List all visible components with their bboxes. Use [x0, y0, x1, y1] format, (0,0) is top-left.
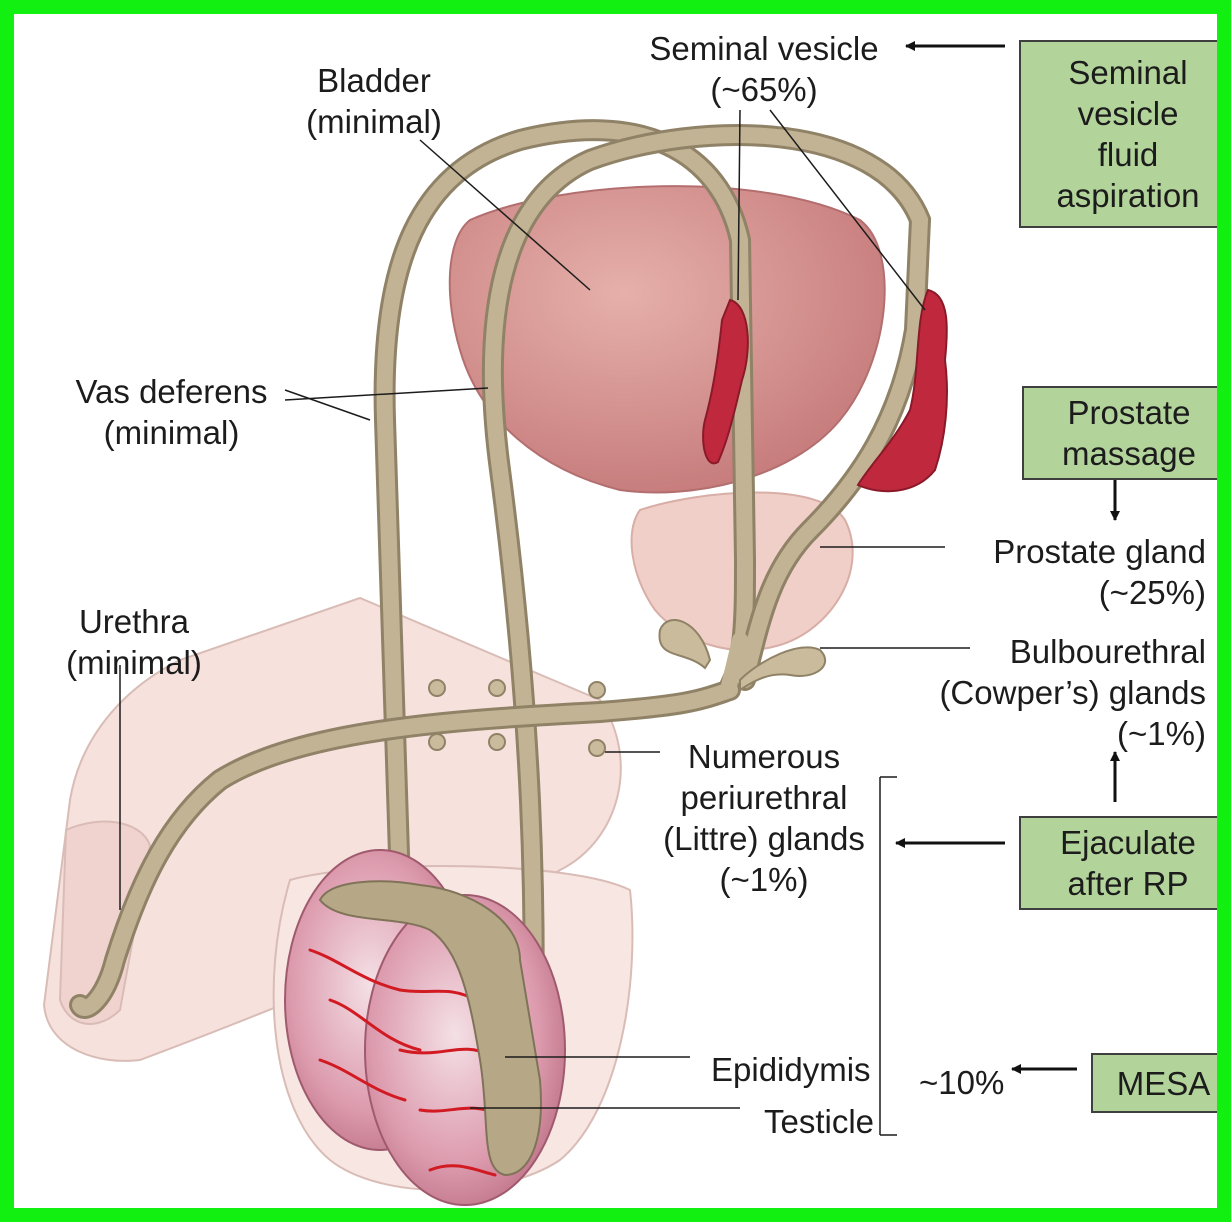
label-bulbourethral-glands: Bulbourethral (Cowper’s) glands (~1%): [894, 631, 1206, 754]
box-seminal-vesicle-fluid-aspiration: Seminal vesicle fluid aspiration: [1019, 40, 1231, 228]
label-vas-deferens: Vas deferens (minimal): [39, 371, 304, 453]
box-ejaculate-after-rp: Ejaculate after RP: [1019, 816, 1231, 910]
label-periurethral-glands: Numerous periurethral (Littre) glands (~…: [629, 736, 899, 900]
label-bladder: Bladder (minimal): [259, 60, 489, 142]
label-urethra: Urethra (minimal): [39, 601, 229, 683]
box-prostate-massage: Prostate massage: [1022, 386, 1231, 480]
label-epididymis: Epididymis: [711, 1049, 871, 1090]
label-testicle: Testicle: [764, 1101, 874, 1142]
label-seminal-vesicle: Seminal vesicle (~65%): [609, 28, 919, 110]
label-prostate-gland: Prostate gland (~25%): [944, 531, 1206, 613]
box-mesa: MESA: [1091, 1053, 1231, 1113]
label-bracket-percent: ~10%: [919, 1062, 1004, 1103]
